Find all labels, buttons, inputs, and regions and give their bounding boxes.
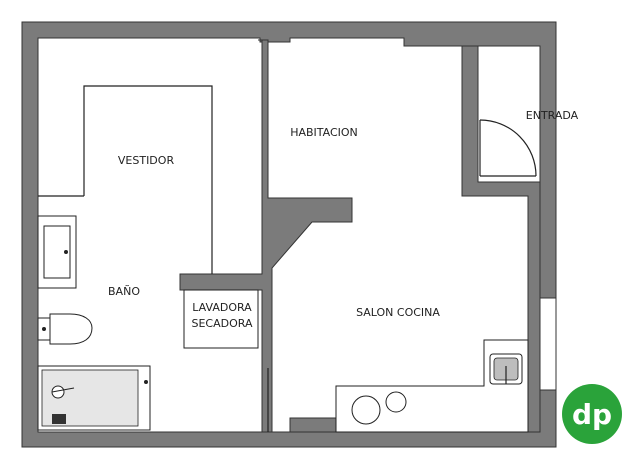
- kitchen-counter: [335, 339, 529, 433]
- entrance-wall: [461, 45, 541, 433]
- label-habitacion: HABITACION: [290, 126, 358, 139]
- label-lavadora: LAVADORA: [192, 301, 252, 314]
- label-bano: BAÑO: [108, 285, 140, 298]
- shower-tap-icon: [52, 414, 66, 424]
- hob-burner-large: [351, 395, 381, 425]
- central-partition: [179, 39, 353, 433]
- label-salon-cocina: SALON COCINA: [356, 306, 440, 319]
- brand-logo: dp: [562, 384, 622, 444]
- sink-drain-icon: [64, 250, 68, 254]
- vestidor-outline: [83, 85, 213, 274]
- entrance-door-swing: [479, 119, 537, 177]
- shower-hose-icon: [51, 387, 75, 393]
- toilet: [49, 313, 93, 345]
- logo-circle: [562, 384, 622, 444]
- toilet-button-icon: [42, 327, 46, 331]
- label-secadora: SECADORA: [192, 317, 253, 330]
- bottom-wall-segment: [289, 417, 337, 433]
- label-entrada: ENTRADA: [526, 109, 579, 122]
- shower-drain-icon: [144, 380, 148, 384]
- logo-text: dp: [572, 398, 612, 431]
- hob-burner-small: [385, 391, 407, 413]
- window: [539, 297, 557, 391]
- label-vestidor: VESTIDOR: [118, 154, 175, 167]
- washer-dryer-box: [183, 289, 259, 349]
